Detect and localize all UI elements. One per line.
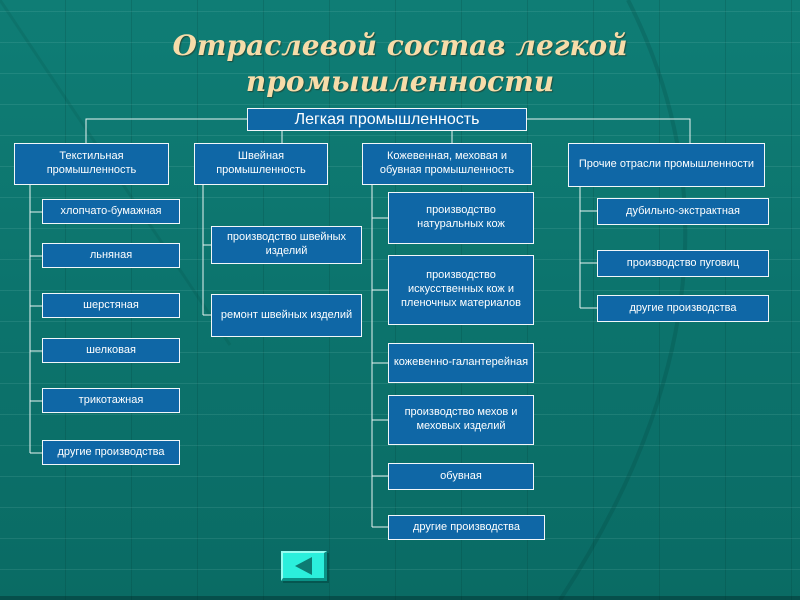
node-leather-other: другие производства bbox=[388, 515, 545, 540]
node-fur-products: производство мехов и меховых изделий bbox=[388, 395, 534, 445]
node-button-production: производство пуговиц bbox=[597, 250, 769, 277]
node-garment-repair: ремонт швейных изделий bbox=[211, 294, 362, 337]
node-leather-goods: кожевенно-галантерейная bbox=[388, 343, 534, 383]
node-tanning-extract: дубильно-экстрактная bbox=[597, 198, 769, 225]
node-textile-other: другие производства bbox=[42, 440, 180, 465]
node-leather-fur-footwear-industry: Кожевенная, меховая и обувная промышленн… bbox=[362, 143, 532, 185]
node-other-production: другие производства bbox=[597, 295, 769, 322]
node-sewing-industry: Швейная промышленность bbox=[194, 143, 328, 185]
node-textile-industry: Текстильная промышленность bbox=[14, 143, 169, 185]
node-knitwear: трикотажная bbox=[42, 388, 180, 413]
node-linen: льняная bbox=[42, 243, 180, 268]
node-other-industries: Прочие отрасли промышленности bbox=[568, 143, 765, 187]
node-wool: шерстяная bbox=[42, 293, 180, 318]
back-arrow-icon bbox=[295, 556, 312, 575]
back-button[interactable] bbox=[281, 551, 327, 581]
node-artificial-leather: производство искусственных кож и пленочн… bbox=[388, 255, 534, 325]
node-natural-leather: производство натуральных кож bbox=[388, 192, 534, 244]
node-cotton: хлопчато-бумажная bbox=[42, 199, 180, 224]
node-root: Легкая промышленность bbox=[247, 108, 527, 131]
slide-title: Отраслевой состав легкой промышленности bbox=[172, 29, 628, 98]
node-garment-production: производство швейных изделий bbox=[211, 226, 362, 264]
node-silk: шелковая bbox=[42, 338, 180, 363]
node-footwear: обувная bbox=[388, 463, 534, 490]
